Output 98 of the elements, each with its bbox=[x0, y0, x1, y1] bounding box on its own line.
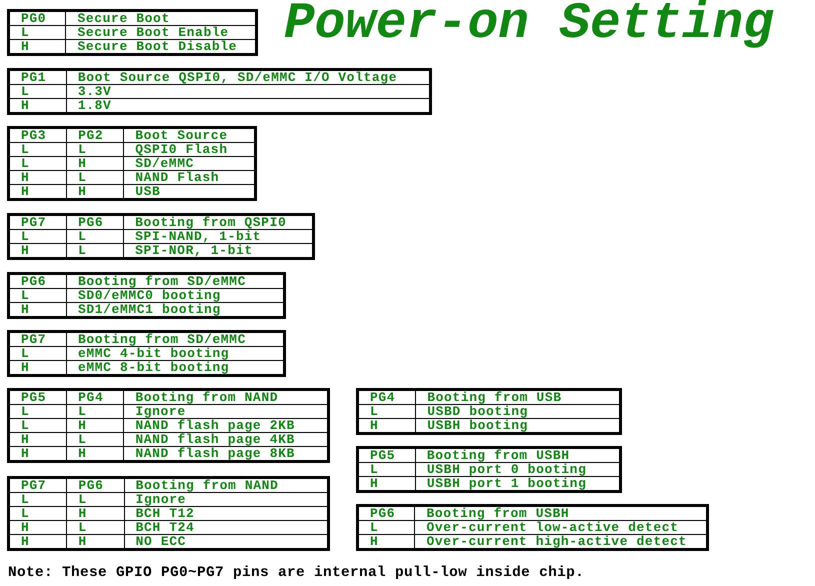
pin-name: PG6 bbox=[78, 216, 104, 229]
setting-description: NAND Flash bbox=[135, 171, 220, 184]
pin-level: H bbox=[21, 40, 30, 53]
setting-description: USBH booting bbox=[427, 419, 528, 432]
pin-level: H bbox=[21, 171, 30, 184]
pin-level: H bbox=[78, 185, 86, 198]
pin-level: L bbox=[21, 493, 30, 506]
table-heading: Booting from NAND bbox=[135, 391, 278, 404]
pin-name: PG4 bbox=[370, 391, 396, 404]
page-title: Power-on Setting bbox=[284, 0, 774, 54]
table-heading: Booting from SD/eMMC bbox=[78, 275, 246, 288]
pin-name: PG1 bbox=[21, 71, 46, 84]
setting-description: USBH port 1 booting bbox=[426, 477, 586, 490]
pin-level: H bbox=[21, 447, 30, 460]
table-heading: Booting from USBH bbox=[426, 449, 570, 462]
pin-level: H bbox=[21, 433, 30, 446]
pin-name: PG3 bbox=[21, 129, 46, 142]
pin-level: L bbox=[21, 230, 30, 243]
setting-description: NAND flash page 2KB bbox=[135, 419, 295, 432]
pin-level: H bbox=[370, 419, 378, 432]
pin-name: PG6 bbox=[21, 275, 46, 288]
pin-level: L bbox=[78, 493, 87, 506]
setting-description: NAND flash page 8KB bbox=[135, 447, 295, 460]
pin-level: H bbox=[78, 507, 87, 520]
pin-level: L bbox=[21, 347, 30, 360]
table-heading: Boot Source QSPI0, SD/eMMC I/O Voltage bbox=[78, 71, 398, 84]
setting-description: Over-current low-active detect bbox=[426, 521, 679, 534]
pin-level: L bbox=[78, 143, 86, 156]
pin-level: L bbox=[78, 405, 87, 418]
pin-level: H bbox=[21, 521, 30, 534]
pin-level: H bbox=[21, 303, 30, 316]
setting-description: eMMC 4-bit booting bbox=[78, 347, 230, 360]
setting-description: USB bbox=[135, 185, 160, 198]
pin-name: PG4 bbox=[78, 391, 104, 404]
pin-name: PG7 bbox=[21, 333, 46, 346]
pin-level: L bbox=[78, 230, 86, 243]
pin-name: PG6 bbox=[78, 479, 104, 492]
footnote: Note: These GPIO PG0~PG7 pins are internal pull-low inside chip. bbox=[8, 565, 584, 581]
setting-description: BCH T12 bbox=[136, 507, 194, 520]
pin-level: L bbox=[78, 521, 87, 534]
setting-description: Secure Boot Enable bbox=[77, 26, 229, 39]
setting-description: Over-current high-active detect bbox=[426, 535, 687, 548]
table-heading: Booting from NAND bbox=[136, 479, 278, 492]
pin-level: H bbox=[21, 535, 30, 548]
pin-name: PG7 bbox=[21, 479, 46, 492]
setting-description: Ignore bbox=[135, 405, 186, 418]
pin-level: L bbox=[21, 143, 30, 156]
pin-level: H bbox=[21, 244, 30, 257]
pin-level: L bbox=[21, 405, 30, 418]
setting-description: eMMC 8-bit booting bbox=[78, 361, 230, 374]
pin-name: PG2 bbox=[78, 129, 104, 142]
table-heading: Booting from QSPI0 bbox=[135, 216, 286, 229]
pin-level: L bbox=[78, 433, 87, 446]
pin-level: H bbox=[21, 185, 30, 198]
table-heading: Booting from USB bbox=[427, 391, 562, 404]
pin-level: L bbox=[78, 244, 86, 257]
setting-description: SD/eMMC bbox=[135, 157, 194, 170]
pin-level: L bbox=[21, 419, 30, 432]
setting-description: USBD booting bbox=[427, 405, 528, 418]
pin-level: L bbox=[78, 171, 86, 184]
pin-level: L bbox=[21, 289, 30, 302]
setting-description: USBH port 0 booting bbox=[426, 463, 586, 476]
pin-level: L bbox=[21, 85, 30, 98]
setting-description: BCH T24 bbox=[136, 521, 194, 534]
pin-level: H bbox=[370, 535, 378, 548]
pin-name: PG0 bbox=[21, 12, 46, 25]
pin-level: H bbox=[78, 419, 87, 432]
pin-name: PG7 bbox=[21, 216, 46, 229]
table-heading: Booting from SD/eMMC bbox=[78, 333, 246, 346]
setting-description: SPI-NOR, 1-bit bbox=[135, 244, 253, 257]
setting-description: NAND flash page 4KB bbox=[135, 433, 295, 446]
table-heading: Booting from USBH bbox=[426, 507, 570, 520]
pin-level: H bbox=[370, 477, 378, 490]
pin-level: L bbox=[370, 463, 378, 476]
setting-description: NO ECC bbox=[136, 535, 186, 548]
pin-level: H bbox=[78, 447, 87, 460]
pin-level: L bbox=[21, 507, 30, 520]
setting-description: SD1/eMMC1 booting bbox=[78, 303, 221, 316]
pin-name: PG5 bbox=[370, 449, 396, 462]
table-heading: Boot Source bbox=[135, 129, 228, 142]
pin-level: L bbox=[21, 26, 30, 39]
pin-level: H bbox=[21, 99, 30, 112]
pin-name: PG5 bbox=[21, 391, 46, 404]
pin-level: H bbox=[78, 535, 87, 548]
pin-level: H bbox=[78, 157, 86, 170]
setting-description: Secure Boot Disable bbox=[77, 40, 238, 53]
setting-description: SPI-NAND, 1-bit bbox=[135, 230, 262, 243]
setting-description: Ignore bbox=[136, 493, 186, 506]
setting-description: 3.3V bbox=[78, 85, 112, 98]
setting-description: QSPI0 Flash bbox=[135, 143, 228, 156]
pin-level: L bbox=[21, 157, 30, 170]
pin-level: L bbox=[370, 405, 378, 418]
table-heading: Secure Boot bbox=[77, 12, 170, 25]
setting-description: SD0/eMMC0 booting bbox=[78, 289, 221, 302]
setting-description: 1.8V bbox=[78, 99, 112, 112]
pin-level: L bbox=[370, 521, 378, 534]
pin-name: PG6 bbox=[370, 507, 396, 520]
pin-level: H bbox=[21, 361, 30, 374]
